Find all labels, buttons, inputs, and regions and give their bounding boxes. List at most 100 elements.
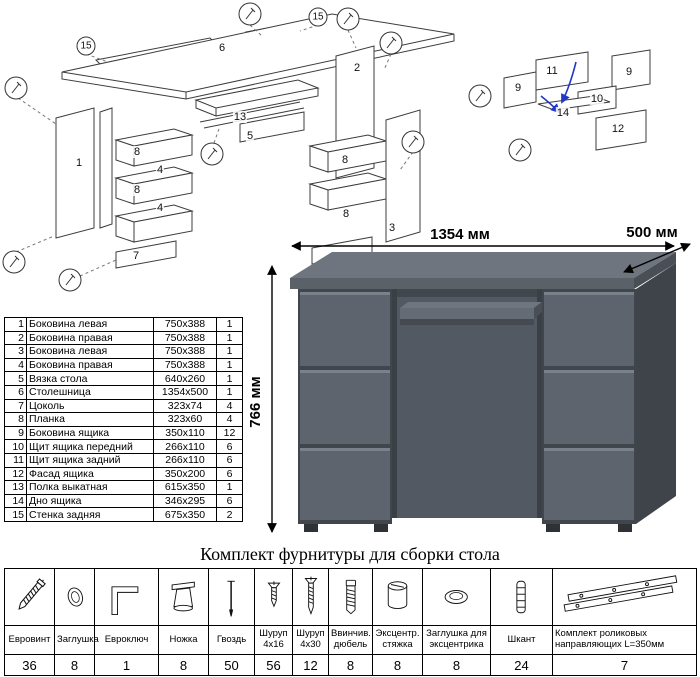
hardware-item-qty: 7: [552, 654, 697, 676]
parts-cell-size: 346x295: [153, 493, 217, 509]
hardware-item-qty: 8: [372, 654, 423, 676]
parts-cell-name: Боковина ящика: [26, 425, 154, 441]
parts-cell-qty: 2: [216, 507, 243, 522]
parts-cell-qty: 1: [216, 480, 243, 495]
hardware-item-name: Евровинт: [4, 625, 55, 655]
dimension-lines: [267, 241, 691, 533]
parts-cell-size: 266x110: [153, 439, 217, 454]
hardware-item-name: Шуруп 4x30: [292, 625, 329, 655]
parts-cell-num: 5: [4, 371, 27, 386]
parts-cell-qty: 1: [216, 330, 243, 346]
hardware-qty-row: 36 8 1 8 50 56 12 8 8 8 24 7: [4, 654, 697, 676]
parts-cell-name: Столешница: [26, 384, 154, 400]
parts-cell-num: 14: [4, 493, 27, 509]
hardware-kit-title: Комплект фурнитуры для сборки стола: [200, 544, 500, 564]
euroscrew-icon: [18, 578, 47, 610]
parts-cell-name: Цоколь: [26, 398, 154, 414]
parts-cell-name: Планка: [26, 412, 154, 427]
parts-cell-num: 4: [4, 357, 27, 373]
parts-cell-size: 640x260: [153, 371, 217, 386]
screw-4x30-icon: [303, 576, 318, 616]
leg-icon: [171, 581, 196, 612]
parts-cell-qty: 6: [216, 466, 243, 482]
hardware-item-name: Гвоздь: [208, 625, 255, 655]
hardware-item-qty: 36: [4, 654, 55, 676]
parts-cell-num: 9: [4, 425, 27, 441]
parts-cell-name: Щит ящика передний: [26, 439, 154, 454]
hardware-item-qty: 12: [292, 654, 329, 676]
screw-4x16-icon: [266, 581, 281, 608]
hardware-item-name: Шуруп 4x16: [254, 625, 293, 655]
parts-cell-size: 323x74: [153, 398, 217, 414]
parts-cell-qty: 6: [216, 439, 243, 454]
parts-cell-size: 350x110: [153, 425, 217, 441]
parts-cell-name: Боковина правая: [26, 357, 154, 373]
parts-cell-name: Боковина левая: [26, 317, 154, 332]
hardware-item-qty: 24: [490, 654, 553, 676]
parts-cell-size: 615x350: [153, 480, 217, 495]
parts-cell-num: 1: [4, 317, 27, 332]
desk-body: [290, 252, 676, 532]
hardware-table: Евровинт Заглушка Евроключ Ножка Гвоздь …: [4, 568, 697, 676]
parts-cell-qty: 6: [216, 493, 243, 509]
parts-cell-qty: 1: [216, 371, 243, 386]
hardware-item-qty: 1: [94, 654, 159, 676]
hardware-item-name: Комплект роликовых направляющих L=350мм: [552, 625, 697, 655]
hardware-item-name: Шкант: [490, 625, 553, 655]
width-dimension-label: 1354 мм: [430, 226, 490, 243]
hardware-icons-row: [4, 568, 697, 626]
parts-cell-num: 8: [4, 412, 27, 427]
parts-cell-qty: 1: [216, 384, 243, 400]
cap-icon: [67, 587, 84, 607]
parts-cell-name: Боковина правая: [26, 330, 154, 346]
parts-cell-num: 7: [4, 398, 27, 414]
hardware-item-qty: 50: [208, 654, 255, 676]
parts-cell-size: 750x388: [153, 357, 217, 373]
parts-cell-size: 675x350: [153, 507, 217, 522]
hardware-item-name: Эксцентр. стяжка: [372, 625, 423, 655]
parts-cell-name: Полка выкатная: [26, 480, 154, 495]
parts-cell-num: 11: [4, 452, 27, 468]
hardware-item-name: Заглушка: [54, 625, 99, 655]
parts-cell-qty: 4: [216, 398, 243, 414]
parts-cell-num: 13: [4, 480, 27, 495]
hardware-item-name: Ножка: [158, 625, 209, 655]
parts-cell-qty: 6: [216, 452, 243, 468]
parts-cell-qty: 4: [216, 412, 243, 427]
hardware-item-qty: 8: [158, 654, 209, 676]
parts-cell-num: 2: [4, 330, 27, 346]
hardware-item-name: Ввинчив. дюбель: [328, 625, 373, 655]
cam-cap-icon: [444, 590, 469, 604]
cam-lock-icon: [387, 581, 408, 610]
desk-render: 1354 мм 500 мм 766 мм: [247, 224, 691, 533]
hex-key-icon: [111, 586, 139, 616]
hardware-item-qty: 8: [422, 654, 491, 676]
exploded-diagram-art: [2, 2, 651, 292]
parts-cell-size: 750x388: [153, 330, 217, 346]
parts-cell-name: Боковина левая: [26, 344, 154, 359]
parts-cell-num: 10: [4, 439, 27, 454]
parts-cell-size: 323x60: [153, 412, 217, 427]
parts-cell-name: Щит ящика задний: [26, 452, 154, 468]
nail-icon: [227, 580, 236, 617]
hardware-item-qty: 8: [328, 654, 373, 676]
parts-cell-qty: 1: [216, 357, 243, 373]
hardware-item-name: Заглушка для эксцентрика: [422, 625, 491, 655]
